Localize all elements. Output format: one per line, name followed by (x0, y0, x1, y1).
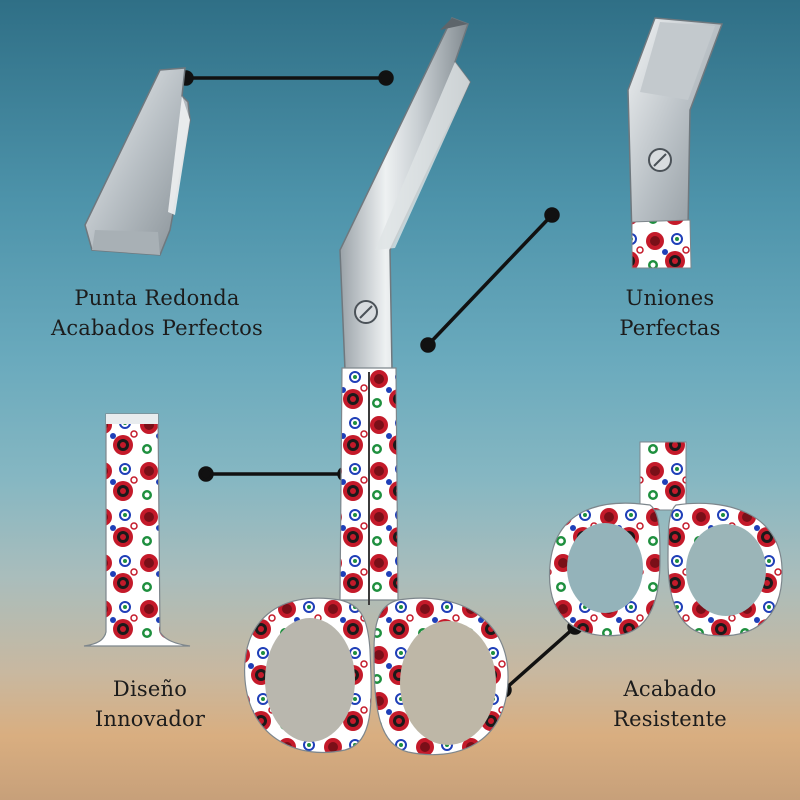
caption-perfect-joints-line1: Uniones (625, 286, 715, 310)
caption-rounded-tip: Punta Redonda Acabados Perfectos (32, 283, 282, 343)
handle-pattern-detail-icon (83, 413, 191, 647)
caption-rounded-tip-line2: Acabados Perfectos (50, 316, 264, 340)
caption-rounded-tip-line1: Punta Redonda (74, 286, 240, 310)
bandage-scissors-icon (244, 17, 509, 756)
caption-durable-finish-line2: Resistente (613, 707, 727, 731)
pivot-screw-detail-icon (627, 17, 724, 269)
caption-perfect-joints: Uniones Perfectas (580, 283, 760, 343)
finger-ring-detail-icon (548, 441, 783, 637)
caption-innovative-design-line2: Innovador (94, 707, 206, 731)
caption-durable-finish-line1: Acabado (623, 677, 717, 701)
caption-innovative-design: Diseño Innovador (60, 674, 240, 734)
rounded-tip-detail-icon (84, 67, 191, 256)
caption-durable-finish: Acabado Resistente (580, 674, 760, 734)
caption-perfect-joints-line2: Perfectas (619, 316, 721, 340)
caption-innovative-design-line1: Diseño (112, 677, 188, 701)
